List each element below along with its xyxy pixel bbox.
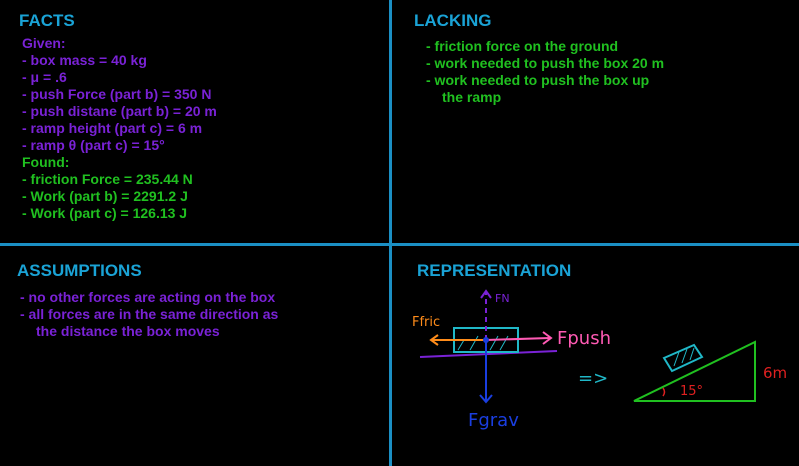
found-item: - friction Force = 235.44 N — [22, 171, 193, 187]
given-label: Given: — [22, 35, 66, 51]
horizontal-divider — [0, 243, 799, 246]
push-arrow — [485, 331, 553, 345]
ramp-box — [662, 343, 704, 373]
lacking-item: - friction force on the ground — [426, 38, 619, 54]
lacking-title: LACKING — [414, 11, 492, 30]
given-item: - box mass = 40 kg — [22, 52, 147, 68]
ground-line — [419, 350, 558, 358]
normal-force-arrow — [480, 289, 492, 340]
given-item: - ramp height (part c) = 6 m — [22, 120, 203, 136]
facts-list: Given: - box mass = 40 kg - μ = .6 - pus… — [22, 35, 217, 222]
lacking-list: - friction force on the ground - work ne… — [426, 38, 664, 106]
facts-title: FACTS — [19, 11, 75, 30]
ramp-triangle — [633, 340, 756, 402]
vertical-divider — [389, 0, 392, 466]
assumption-item: the distance the box moves — [36, 323, 220, 339]
height-label: 6m — [763, 364, 787, 382]
given-item: - push Force (part b) = 350 N — [22, 86, 212, 102]
implies-arrow: => — [578, 368, 608, 389]
friction-arrow — [429, 334, 486, 346]
gravity-label: Fgrav — [468, 410, 519, 431]
friction-label: Ffric — [412, 315, 440, 330]
representation-title: REPRESENTATION — [417, 261, 572, 280]
assumption-item: - all forces are in the same direction a… — [20, 306, 279, 322]
assumption-item: - no other forces are acting on the box — [20, 289, 276, 305]
found-item: - Work (part c) = 126.13 J — [22, 205, 188, 221]
lacking-item: - work needed to push the box up — [426, 72, 650, 88]
normal-force-label: FN — [495, 292, 510, 305]
given-item: - push distane (part b) = 20 m — [22, 103, 217, 119]
given-item: - ramp θ (part c) = 15° — [22, 137, 165, 153]
lacking-item: the ramp — [442, 89, 502, 105]
angle-arc — [662, 387, 666, 397]
given-item: - μ = .6 — [22, 69, 67, 85]
assumptions-title: ASSUMPTIONS — [17, 261, 142, 280]
free-body-diagram: FN Ffric Fpush Fgrav => 15° 6m — [412, 289, 787, 431]
angle-label: 15° — [680, 384, 703, 399]
push-label: Fpush — [557, 328, 611, 349]
lacking-item: - work needed to push the box 20 m — [426, 55, 665, 71]
found-item: - Work (part b) = 2291.2 J — [22, 188, 188, 204]
found-label: Found: — [22, 154, 70, 170]
gravity-arrow — [479, 337, 493, 404]
assumptions-list: - no other forces are acting on the box … — [20, 289, 278, 340]
